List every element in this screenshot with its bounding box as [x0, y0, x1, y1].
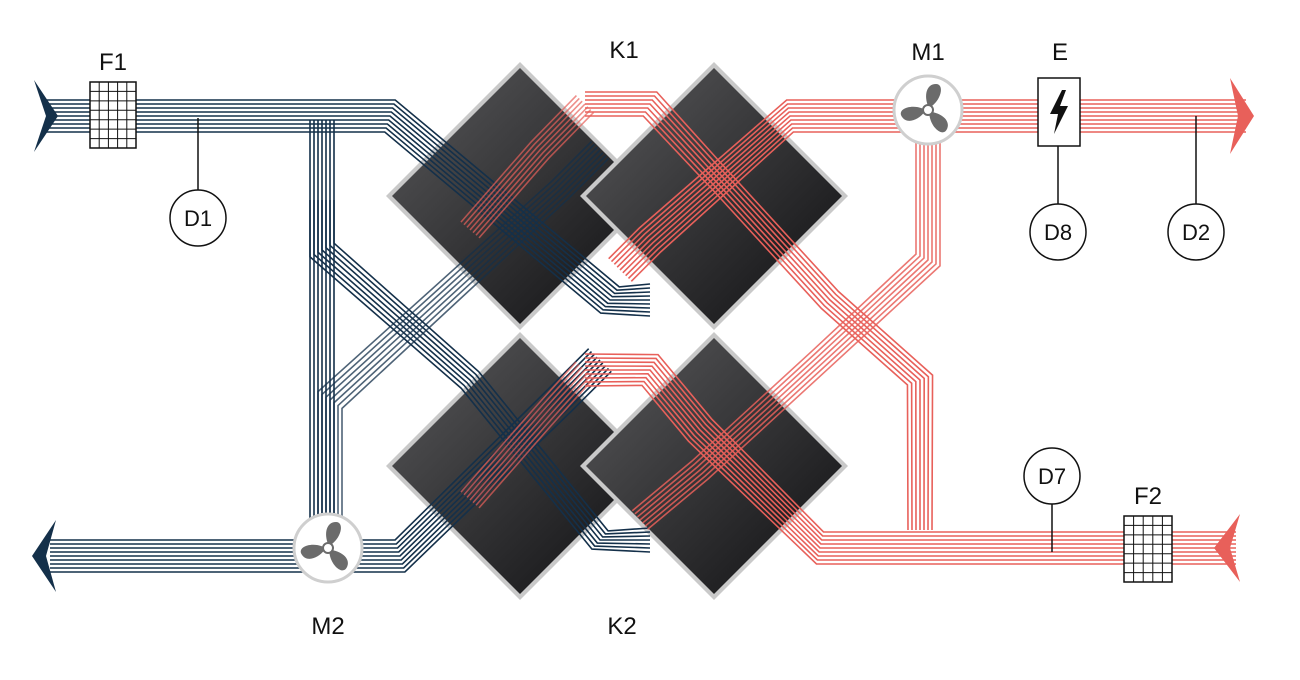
supply-arrow-right-top	[1230, 78, 1254, 154]
sensor-d8[interactable]: D8	[1029, 203, 1087, 261]
filter-f1[interactable]	[89, 81, 137, 149]
label-f2: F2	[1134, 483, 1162, 510]
sensor-d7-label: D7	[1038, 464, 1066, 489]
exchanger-k2-left	[386, 332, 654, 600]
heater-e[interactable]	[1037, 77, 1081, 147]
label-f1: F1	[99, 49, 127, 76]
fan-icon	[900, 84, 948, 133]
lightning-bolt-icon	[1050, 90, 1068, 134]
filter-grid-icon	[89, 81, 137, 149]
intake-arrow-left-top	[34, 80, 58, 152]
warm-air-stream	[460, 91, 1246, 565]
warm-entry-top-band	[460, 95, 595, 239]
sensor-d8-label: D8	[1044, 220, 1072, 245]
fan-m2[interactable]	[292, 512, 364, 584]
warm-diag-band	[631, 140, 941, 530]
fan-m1[interactable]	[892, 74, 964, 146]
warm-return-band	[585, 91, 934, 531]
label-m2: M2	[311, 613, 344, 640]
sensors: D1 D8 D2 D7	[169, 116, 1225, 552]
sensor-d1-label: D1	[184, 206, 212, 231]
label-k1: K1	[609, 37, 638, 64]
warm-entry-band	[460, 361, 595, 509]
fan-icon	[300, 522, 348, 571]
filter-grid-icon	[1123, 515, 1173, 583]
sensor-d1[interactable]: D1	[169, 189, 227, 247]
sensor-d7[interactable]: D7	[1023, 447, 1081, 505]
warm-return-bottom-band	[584, 353, 1236, 565]
sensor-d2-label: D2	[1182, 220, 1210, 245]
cold-rise-band	[317, 140, 610, 520]
sensor-d2[interactable]: D2	[1167, 203, 1225, 261]
exhaust-arrow-left-bottom	[32, 520, 56, 592]
return-arrow-right-bottom	[1214, 514, 1240, 582]
label-m1: M1	[911, 39, 944, 66]
flow-arrows	[32, 78, 1254, 592]
label-k2: K2	[607, 613, 636, 640]
filter-f2[interactable]	[1123, 515, 1173, 583]
heat-exchangers	[386, 62, 848, 600]
label-e: E	[1052, 39, 1068, 66]
exchanger-k1-left	[386, 62, 654, 330]
